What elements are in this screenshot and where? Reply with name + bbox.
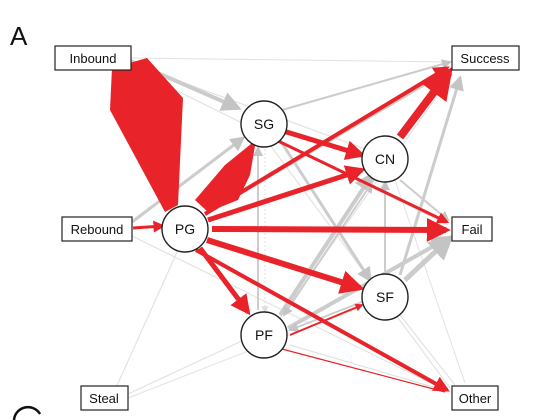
- node-fail: Fail: [451, 216, 493, 242]
- node-steal-label: Steal: [89, 391, 119, 406]
- edge-rebound-pg: [132, 220, 166, 233]
- node-pf: PF: [240, 311, 288, 359]
- edge-sf-pf: [288, 301, 363, 332]
- node-rebound: Rebound: [61, 216, 133, 242]
- node-pf-label: PF: [255, 327, 273, 343]
- edge-pg-sg: [195, 140, 256, 212]
- node-sf: SF: [361, 273, 409, 321]
- edge-inbound-pg: [110, 58, 183, 212]
- edge-cn-other: [394, 179, 466, 384]
- panel-label: A: [10, 21, 28, 51]
- node-other-label: Other: [459, 391, 492, 406]
- edge-steal-pf: [127, 339, 245, 395]
- node-steal: Steal: [80, 385, 129, 411]
- node-sf-label: SF: [376, 289, 394, 305]
- edge-pg-success: [203, 66, 450, 216]
- node-fail-label: Fail: [462, 222, 483, 237]
- node-pg: PG: [161, 205, 209, 253]
- node-pg-label: PG: [175, 221, 195, 237]
- edge-sg-sf: [278, 139, 372, 283]
- edge-pf-cn: [278, 171, 375, 317]
- node-inbound-label: Inbound: [70, 51, 117, 66]
- edge-sf-other: [399, 314, 456, 386]
- highlight-edges: [132, 66, 453, 393]
- edge-pf-sf: [289, 303, 364, 336]
- node-cn-label: CN: [375, 151, 395, 167]
- edge-pg-cn: [207, 165, 366, 223]
- node-sg-label: SG: [254, 116, 274, 132]
- edge-pf-other: [289, 344, 451, 393]
- edge-pf-other-red: [277, 347, 446, 393]
- edge-sg-cn: [279, 127, 366, 160]
- edge-sf-fail: [403, 234, 454, 282]
- edge-pg-other: [195, 248, 450, 392]
- edge-cn-pf: [282, 177, 376, 317]
- next-panel-label-fragment: [12, 405, 42, 420]
- node-success: Success: [451, 45, 520, 71]
- edge-steal-pg: [114, 249, 179, 391]
- edge-inbound-success: [129, 57, 451, 63]
- node-rebound-label: Rebound: [71, 222, 124, 237]
- node-cn: CN: [361, 135, 409, 183]
- node-sg: SG: [240, 100, 288, 148]
- edge-pg-fail: [211, 217, 451, 242]
- edge-rebound-sg: [131, 136, 246, 224]
- node-inbound: Inbound: [54, 45, 132, 71]
- edge-pg-sf: [206, 237, 365, 294]
- node-success-label: Success: [460, 51, 510, 66]
- edge-sg-fail: [275, 138, 450, 224]
- edge-sf-success: [398, 75, 464, 276]
- node-other: Other: [451, 385, 499, 411]
- edge-cn-success: [396, 66, 453, 140]
